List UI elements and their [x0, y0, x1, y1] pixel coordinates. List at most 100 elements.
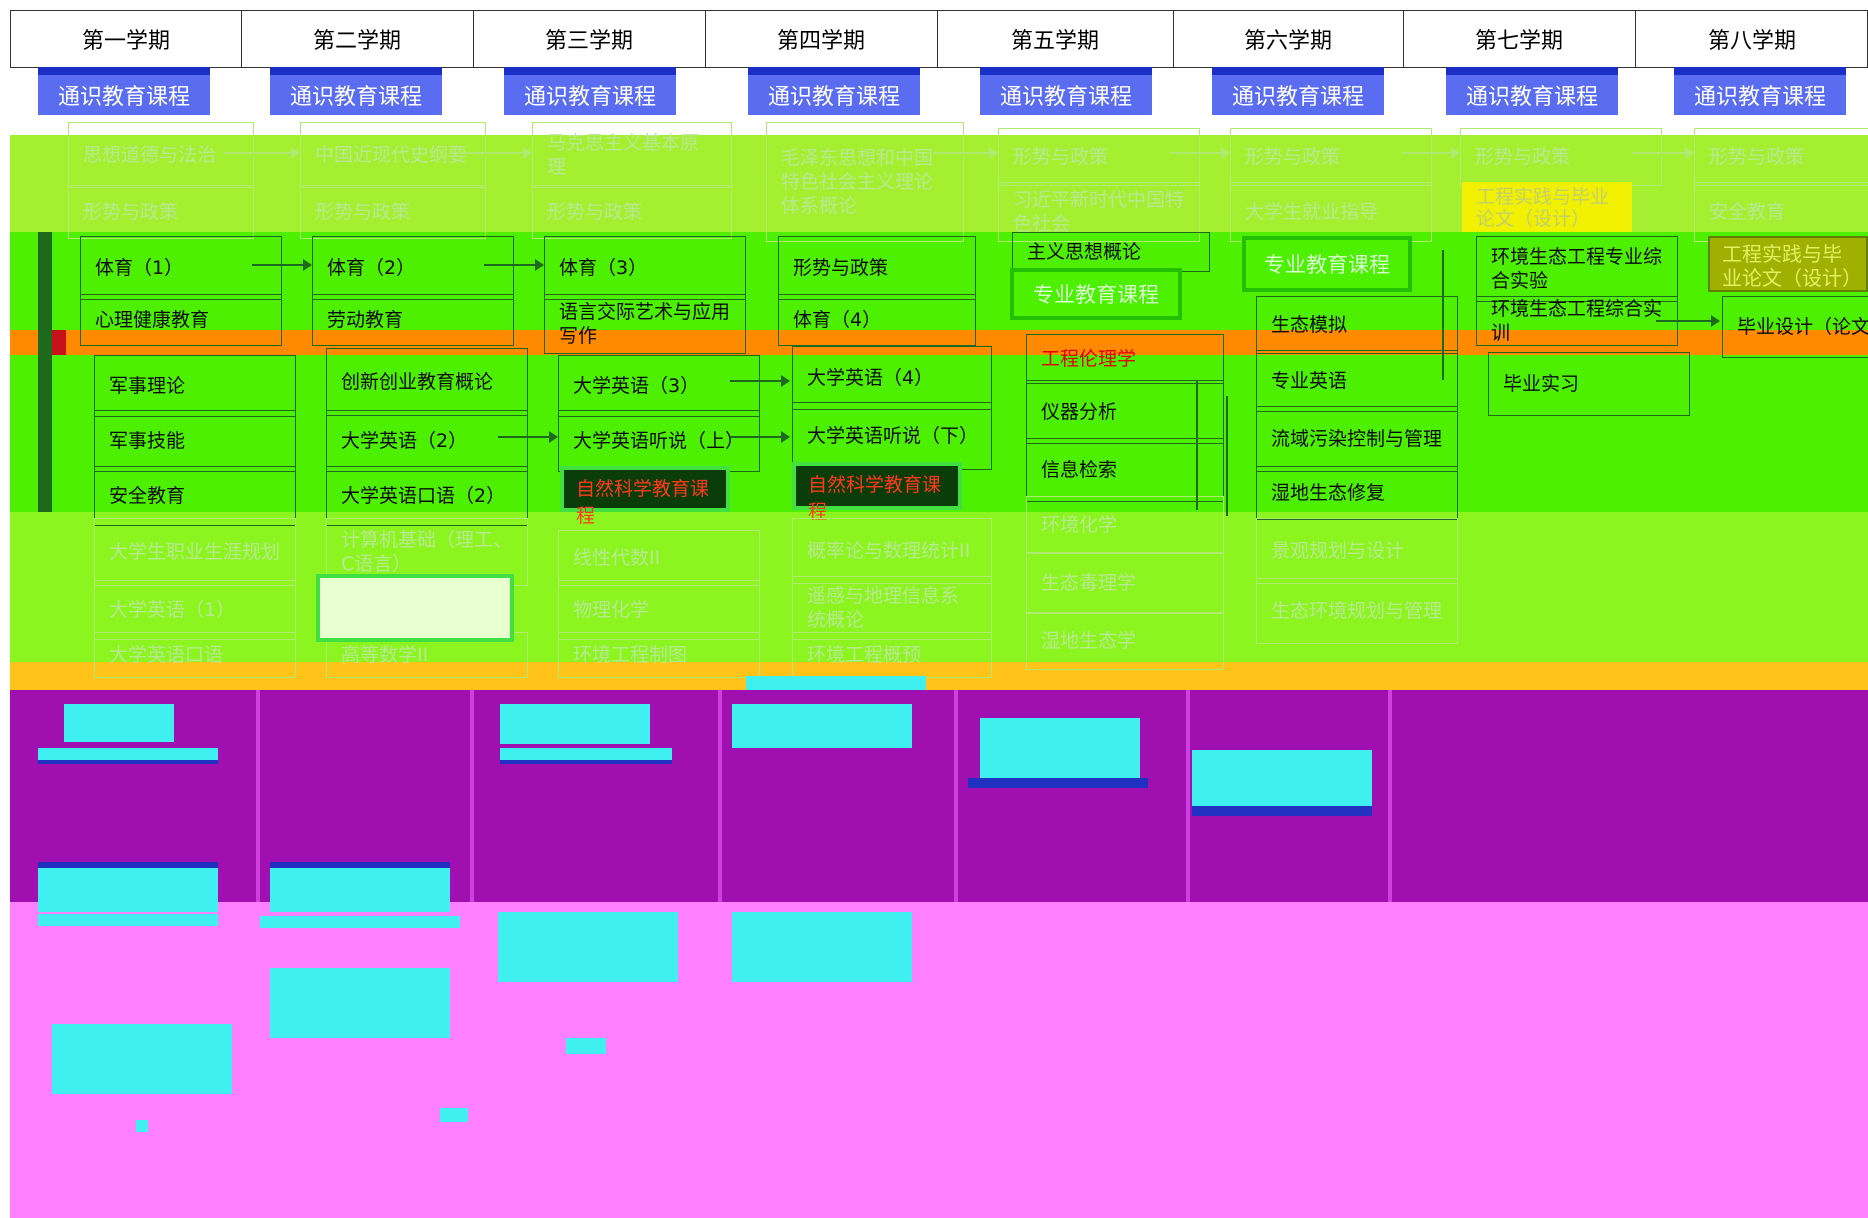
- glitch-block: [38, 862, 218, 912]
- course-s3-writing: 语言交际艺术与应用写作: [544, 294, 746, 354]
- course-s1-military-skill: 军事技能: [94, 410, 296, 472]
- purple-divider: [256, 690, 260, 902]
- major-tag-s6: 专业教育课程: [1242, 236, 1412, 292]
- course-s4-rs-gis: 遥感与地理信息系统概论: [792, 576, 992, 640]
- course-s8-graduation-design: 毕业设计（论文）: [1722, 296, 1868, 358]
- course-s1-pe1: 体育（1）: [80, 236, 282, 300]
- glitch-block: [1192, 750, 1372, 806]
- glitch-block: [270, 862, 450, 912]
- course-s3-policy: 形势与政策: [532, 185, 732, 239]
- course-s1-safety: 安全教育: [94, 466, 296, 526]
- course-s7-lab: 环境生态工程专业综合实验: [1476, 236, 1678, 302]
- course-s5-ethics: 工程伦理学: [1026, 334, 1224, 384]
- course-s3-drawing: 环境工程制图: [558, 632, 760, 678]
- course-s3-pe3: 体育（3）: [544, 236, 746, 300]
- course-s2-policy: 形势与政策: [300, 185, 486, 239]
- general-edu-tag-s2: 通识教育课程: [270, 67, 442, 115]
- left-stripe: [38, 232, 52, 512]
- connector-s6-left: [1226, 396, 1228, 516]
- course-s1-career: 大学生职业生涯规划: [94, 518, 296, 586]
- general-edu-tag-s7: 通识教育课程: [1446, 67, 1618, 115]
- course-s6-employment: 大学生就业指导: [1230, 182, 1432, 242]
- course-s4-pe4: 体育（4）: [778, 294, 976, 346]
- course-s1-mental-health: 心理健康教育: [80, 294, 282, 346]
- pink-band: [10, 902, 1868, 1218]
- course-s5-xi-thought: 习近平新时代中国特色社会: [998, 182, 1200, 242]
- purple-divider: [470, 690, 474, 902]
- course-s5-instrument: 仪器分析: [1026, 380, 1224, 444]
- glitch-block: [64, 704, 174, 742]
- course-s4-listening-2: 大学英语听说（下）: [792, 402, 992, 470]
- semester-7-header: 第七学期: [1403, 11, 1636, 67]
- glitch-block: [440, 1108, 468, 1122]
- arrow-s2-s3-english: [498, 431, 558, 443]
- glitch-block: [260, 916, 460, 928]
- green-band-upper: [10, 232, 1868, 332]
- arrow-s4-s5-policy: [934, 147, 998, 159]
- course-s7-policy: 形势与政策: [1460, 128, 1662, 186]
- gold-band: [10, 662, 1868, 690]
- course-s8-safety: 安全教育: [1694, 182, 1868, 242]
- general-edu-tag-s5: 通识教育课程: [980, 67, 1152, 115]
- course-s2-modern-history: 中国近现代史纲要: [300, 122, 486, 188]
- course-s4-probability: 概率论与数理统计II: [792, 518, 992, 584]
- course-s6-landscape: 景观规划与设计: [1256, 518, 1458, 584]
- course-s1-oral: 大学英语口语: [94, 632, 296, 678]
- science-tag-s4: 自然科学教育课程: [792, 462, 962, 523]
- orange-band: [10, 330, 1868, 355]
- general-edu-tag-s4: 通识教育课程: [748, 67, 920, 115]
- glitch-block: [52, 1024, 232, 1094]
- course-s5-wetland-ecology: 湿地生态学: [1026, 612, 1224, 670]
- course-s1-military-theory: 军事理论: [94, 355, 296, 417]
- course-s2-labor: 劳动教育: [312, 294, 514, 346]
- science-tag-s3: 自然科学教育课程: [560, 466, 730, 527]
- course-s5-policy: 形势与政策: [998, 128, 1200, 186]
- glitch-block: [732, 912, 912, 982]
- semester-5-header: 第五学期: [937, 11, 1174, 67]
- course-s3-english3: 大学英语（3）: [558, 355, 760, 417]
- course-s2-innovation: 创新创业教育概论: [326, 348, 528, 416]
- purple-divider: [1388, 690, 1392, 902]
- glitch-block: [38, 914, 218, 926]
- course-s3-physchem: 物理化学: [558, 580, 760, 640]
- course-s3-listening-1: 大学英语听说（上）: [558, 410, 760, 472]
- glitch-block: [270, 968, 450, 1038]
- course-s6-eco-planning: 生态环境规划与管理: [1256, 578, 1458, 644]
- course-s4-maothought: 毛泽东思想和中国特色社会主义理论体系概论: [766, 122, 964, 242]
- arrow-s6-s7-policy: [1402, 147, 1460, 159]
- glitch-block: [498, 912, 678, 982]
- course-s6-simulation: 生态模拟: [1256, 296, 1458, 354]
- arrow-s2-s3-pe: [484, 259, 544, 271]
- course-s7-internship: 毕业实习: [1488, 352, 1690, 416]
- semester-4-header: 第四学期: [705, 11, 938, 67]
- glitch-block: [500, 704, 650, 744]
- semester-header-row: 第一学期 第二学期 第三学期 第四学期 第五学期 第六学期 第七学期 第八学期: [10, 10, 1868, 68]
- course-s7-thesis-highlight: 工程实践与毕业论文（设计）: [1462, 182, 1632, 232]
- course-s2-oral2: 大学英语口语（2）: [326, 466, 528, 526]
- arrow-s3-s4-listening: [730, 431, 790, 443]
- course-s5-toxicology: 生态毒理学: [1026, 552, 1224, 614]
- glitch-block: [968, 778, 1148, 788]
- semester-2-header: 第二学期: [241, 11, 474, 67]
- glitch-block: [1192, 806, 1372, 816]
- course-s3-linear: 线性代数II: [558, 530, 760, 586]
- course-s4-budget: 环境工程概预: [792, 632, 992, 678]
- arrow-s5-s6-policy: [1170, 147, 1230, 159]
- glitch-block: [980, 718, 1140, 778]
- arrow-s7-s8-design: [1656, 315, 1720, 327]
- general-edu-tag-s1: 通识教育课程: [38, 67, 210, 115]
- purple-right-block: [1410, 690, 1868, 902]
- course-s8-policy: 形势与政策: [1694, 128, 1868, 186]
- arrow-s3-s4-english: [730, 375, 790, 387]
- course-s2-pe2: 体育（2）: [312, 236, 514, 300]
- course-s6-basin: 流域污染控制与管理: [1256, 406, 1458, 472]
- glitch-block: [732, 704, 912, 748]
- purple-divider: [1186, 690, 1190, 902]
- glitch-block: [500, 748, 672, 764]
- general-edu-tag-s8: 通识教育课程: [1674, 67, 1846, 115]
- glitch-block: [316, 574, 514, 642]
- course-s6-professional-english: 专业英语: [1256, 350, 1458, 412]
- course-s8-thesis: 工程实践与毕业论文（设计）: [1708, 236, 1868, 292]
- connector-s5-s6: [1196, 380, 1198, 510]
- arrow-s1-s2-pe: [252, 259, 312, 271]
